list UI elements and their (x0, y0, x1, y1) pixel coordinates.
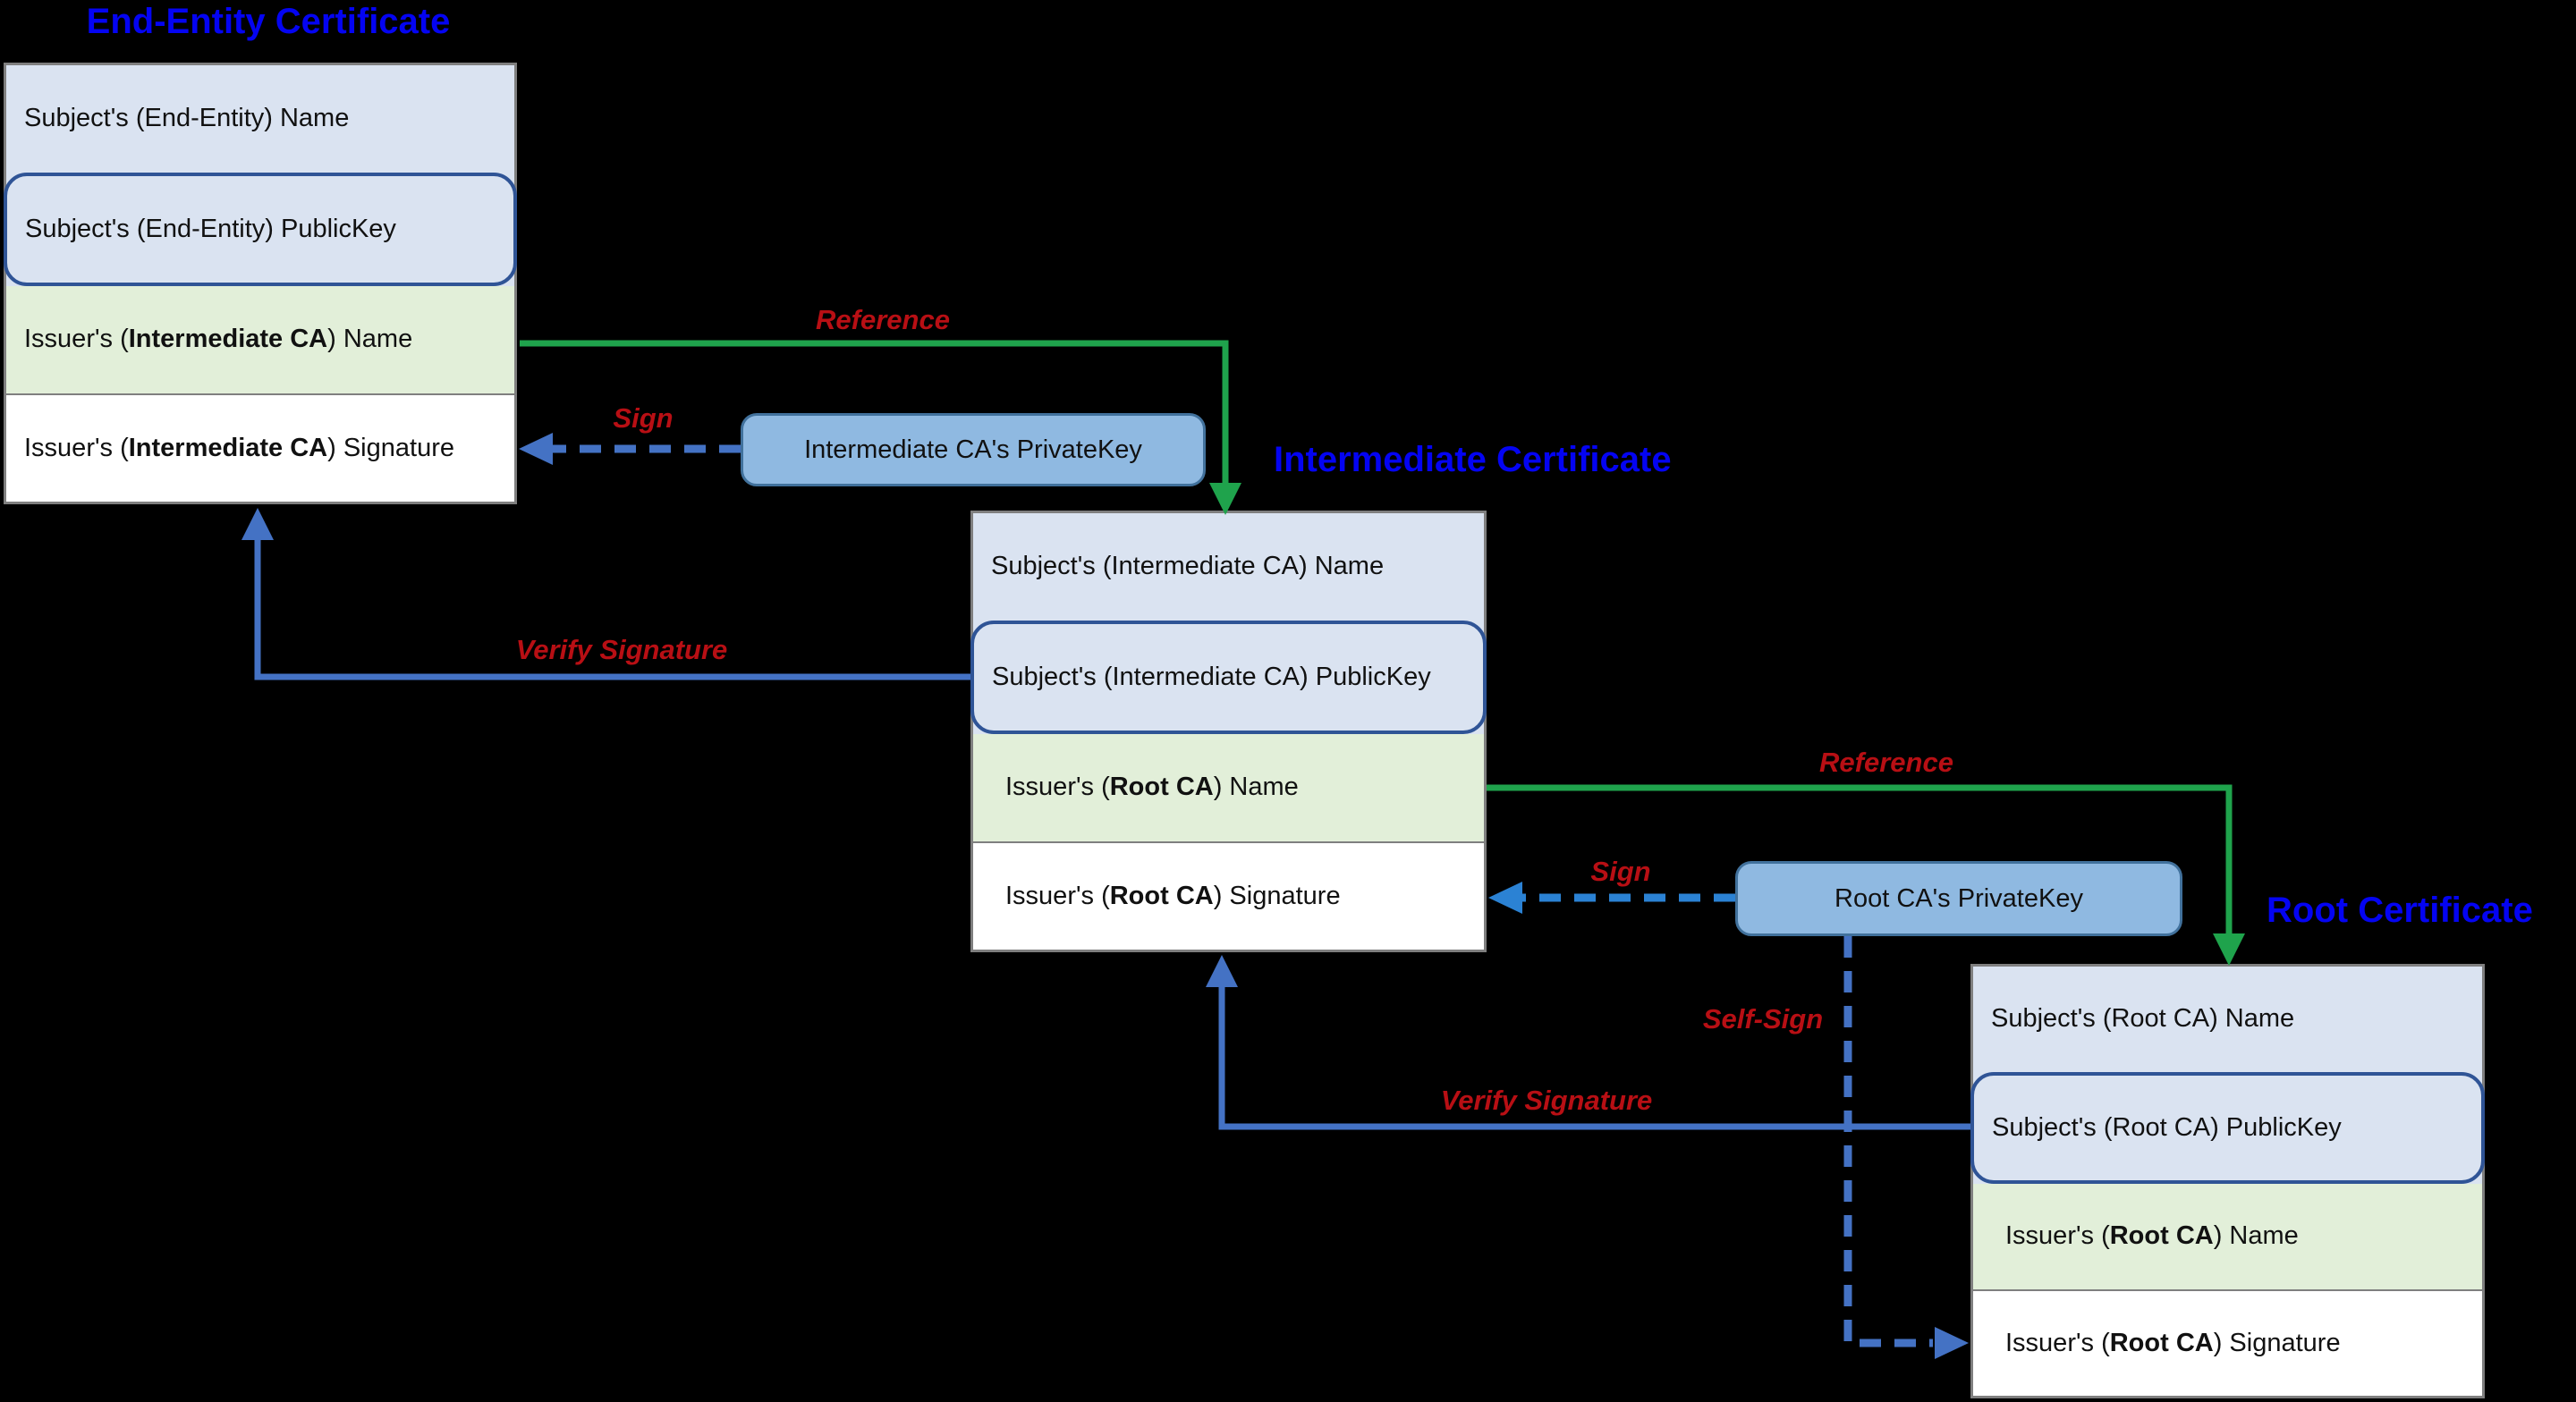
verify-signature-label-1: Verify Signature (515, 634, 728, 665)
self-sign-arrow (1843, 936, 1933, 1347)
subject-publickey-row: Subject's (Root CA) PublicKey (1970, 1071, 2485, 1184)
intermediate-certificate-title: Intermediate Certificate (1274, 440, 1672, 479)
verify-signature-arrowhead-2-icon (1206, 955, 1238, 987)
subject-name-row: Subject's (End-Entity) Name (6, 65, 514, 173)
subject-name-row: Subject's (Root CA) Name (1973, 967, 2482, 1072)
issuer-name-row: Issuer's (Intermediate CA) Name (6, 286, 514, 395)
sign-arrowhead-1-icon (519, 433, 553, 465)
self-sign-arrowhead-icon (1935, 1327, 1969, 1359)
issuer-name-row: Issuer's (Root CA) Name (1973, 1184, 2482, 1291)
subject-publickey-row: Subject's (End-Entity) PublicKey (4, 172, 517, 286)
reference-label-1: Reference (816, 304, 950, 335)
sign-label-2: Sign (1590, 856, 1651, 887)
subject-publickey-row: Subject's (Intermediate CA) PublicKey (970, 620, 1487, 734)
self-sign-label: Self-Sign (1702, 1003, 1824, 1035)
verify-signature-label-2: Verify Signature (1440, 1085, 1653, 1116)
issuer-signature-row: Issuer's (Root CA) Signature (973, 842, 1484, 950)
root-certificate-box: Subject's (Root CA) Name Subject's (Root… (1970, 964, 2485, 1398)
sign-arrowhead-2-icon (1488, 882, 1522, 914)
sign-label-1: Sign (613, 402, 674, 434)
issuer-signature-row: Issuer's (Root CA) Signature (1973, 1290, 2482, 1396)
intermediate-ca-privatekey-box: Intermediate CA's PrivateKey (741, 413, 1206, 486)
reference-arrowhead-2-icon (2213, 933, 2245, 966)
intermediate-certificate-box: Subject's (Intermediate CA) Name Subject… (970, 511, 1487, 952)
verify-signature-arrowhead-1-icon (242, 508, 274, 540)
root-ca-privatekey-box: Root CA's PrivateKey (1735, 861, 2182, 936)
issuer-signature-row: Issuer's (Intermediate CA) Signature (6, 394, 514, 502)
subject-name-row: Subject's (Intermediate CA) Name (973, 513, 1484, 621)
end-entity-certificate-box: Subject's (End-Entity) Name Subject's (E… (4, 63, 517, 504)
end-entity-certificate-title: End-Entity Certificate (86, 2, 451, 41)
issuer-name-row: Issuer's (Root CA) Name (973, 734, 1484, 843)
reference-label-2: Reference (1819, 747, 1953, 778)
root-certificate-title: Root Certificate (2267, 891, 2533, 930)
